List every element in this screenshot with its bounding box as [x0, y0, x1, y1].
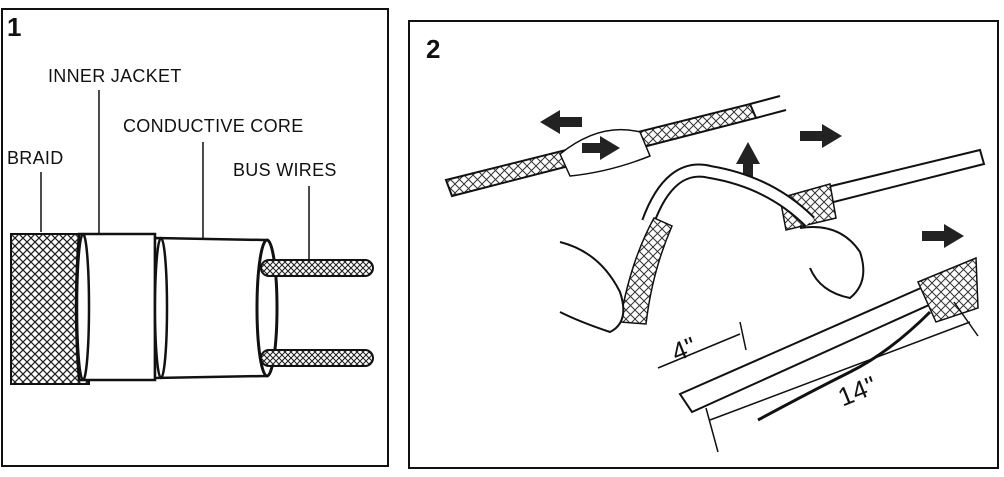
- dimension-line-long: [709, 321, 971, 421]
- bus-wire-strand: [757, 310, 932, 422]
- panel-cable-layers: 1 INNER JACKET CONDUCTIVE CORE BRAID BUS…: [1, 8, 389, 467]
- arrow-right-icon: [800, 124, 842, 148]
- right-hand: [799, 226, 865, 300]
- bus-wire-top: [260, 259, 374, 277]
- arrow-up-icon: [736, 142, 760, 182]
- label-inner-jacket: INNER JACKET: [48, 66, 182, 86]
- panel-number: 1: [7, 12, 22, 42]
- cable-illustration: [10, 90, 374, 385]
- arrow-right-icon: [582, 136, 620, 160]
- left-hand: [559, 241, 625, 334]
- stripping-illustration: [444, 95, 986, 453]
- label-bus-wires: BUS WIRES: [233, 160, 337, 180]
- label-braid: BRAID: [7, 148, 64, 168]
- panel-stripping-procedure: 2: [408, 20, 999, 469]
- arrow-right-icon: [922, 224, 964, 248]
- bus-wire-bottom: [260, 349, 374, 367]
- label-conductive-core: CONDUCTIVE CORE: [123, 116, 304, 136]
- dimension-line-short: [657, 333, 741, 369]
- conductive-core-layer: [153, 236, 267, 380]
- panel-number: 2: [426, 34, 441, 64]
- braid-loop: [619, 217, 673, 325]
- arrow-left-icon: [540, 110, 582, 134]
